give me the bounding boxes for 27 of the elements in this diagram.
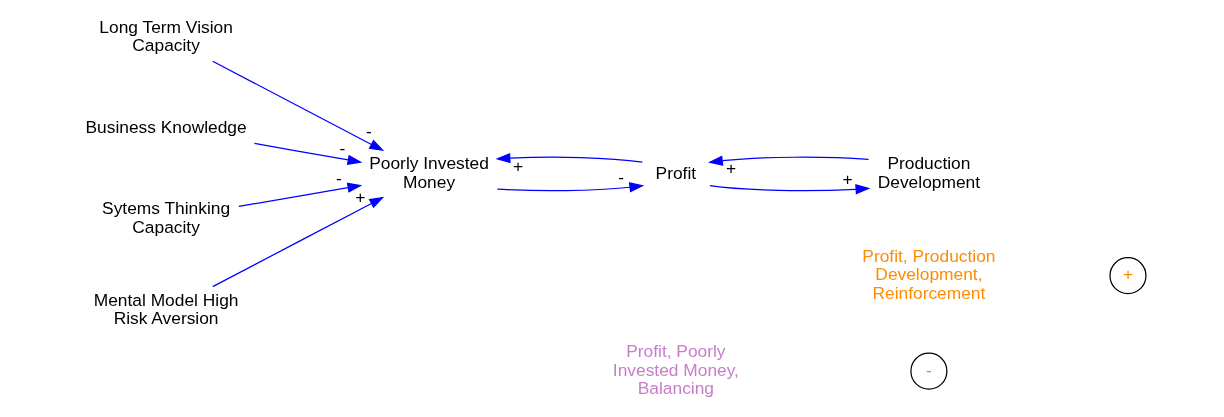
edge-label: + — [355, 186, 366, 207]
edge-label: - — [618, 166, 625, 187]
arrow — [212, 60, 385, 151]
node-text: Mental Model High Risk Aversion — [93, 289, 239, 328]
node-text: Business Knowledge — [85, 116, 247, 137]
arrow — [212, 196, 385, 287]
node-text: Poorly Invested Money — [369, 152, 489, 192]
node-text: Sytems Thinking Capacity — [102, 197, 231, 236]
label: Profit, Production Development, Reinforcement — [862, 245, 996, 303]
edge-label: - — [336, 167, 342, 188]
label: Profit, Poorly Invested Money, Balancing — [612, 340, 739, 398]
arrow — [709, 183, 871, 194]
node-text: Production Development — [877, 152, 981, 192]
arrow — [708, 155, 870, 166]
node-text: Long Term Vision Capacity — [99, 16, 233, 55]
arrow — [496, 181, 645, 192]
arrow — [253, 142, 363, 165]
arrow — [238, 182, 363, 207]
edge-label: + — [842, 168, 853, 189]
edge-label: - — [366, 120, 372, 141]
edge-label: + — [513, 155, 524, 176]
arrow — [495, 152, 643, 163]
node-text: Profit — [655, 162, 697, 183]
label: + — [1122, 263, 1134, 284]
edge-label: + — [726, 157, 737, 178]
edge-label: - — [339, 137, 346, 158]
label: - — [926, 359, 932, 380]
